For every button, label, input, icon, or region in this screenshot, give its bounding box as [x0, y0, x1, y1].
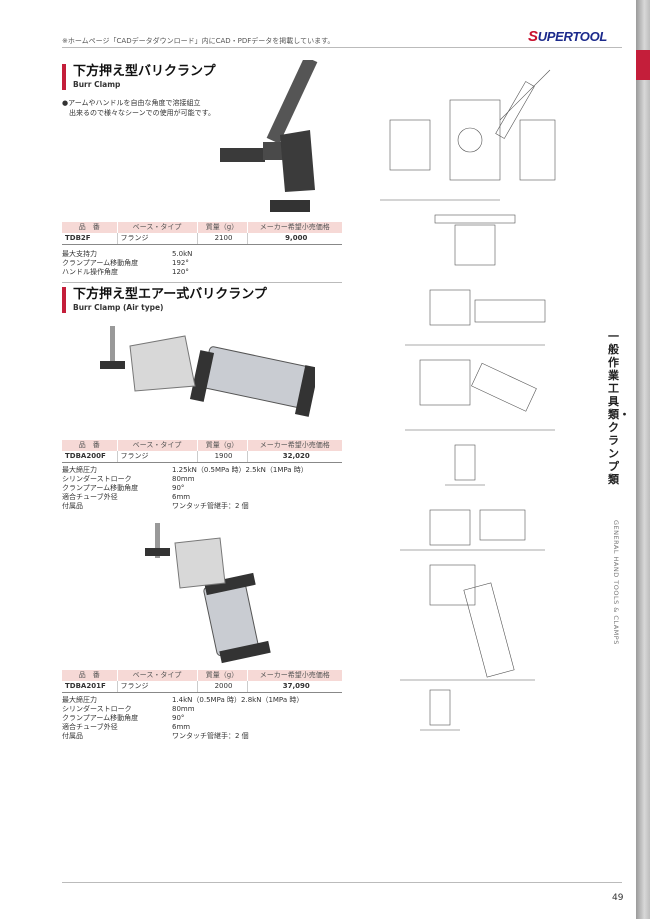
- title-text: 下方押え型エアー式バリクランプ: [73, 287, 267, 302]
- title-text: 下方押え型バリクランプ: [73, 64, 216, 79]
- price: 32,020: [247, 451, 342, 463]
- col-base: ベース・タイプ: [117, 440, 198, 451]
- col-price: メーカー希望小売価格: [247, 670, 342, 681]
- mass: 2100: [197, 233, 248, 245]
- base-type: フランジ: [117, 451, 198, 463]
- active-tab-marker: [636, 50, 650, 80]
- dimension-drawing-tdba200f: [405, 289, 555, 486]
- product-photo-tdb2f: [220, 60, 318, 212]
- feature-bullet: ●アームやハンドルを自由な角度で溶接組立 出来るので様々なシーンでの使用が可能で…: [62, 99, 215, 117]
- header-divider: [62, 47, 622, 48]
- section-divider: [62, 282, 342, 283]
- product-code: TDB2F: [62, 233, 118, 245]
- col-base: ベース・タイプ: [117, 670, 198, 681]
- supertool-logo: SUPERTOOL: [528, 28, 608, 45]
- side-category-en: GENERAL HAND TOOLS & CLAMPS: [612, 520, 620, 645]
- col-code: 品 番: [62, 670, 118, 681]
- product-photo-tdba201f: [145, 523, 271, 664]
- header-note: ※ホームページ「CADデータダウンロード」内にCAD・PDFデータを掲載していま…: [62, 37, 335, 45]
- page-number: 49: [612, 893, 624, 903]
- col-mass: 質量（g）: [197, 222, 248, 233]
- subtitle: Burr Clamp: [73, 80, 121, 89]
- product-code: TDBA201F: [62, 681, 118, 693]
- col-price: メーカー希望小売価格: [247, 440, 342, 451]
- col-mass: 質量（g）: [197, 670, 248, 681]
- dimension-drawing-tdba201f: [400, 509, 545, 731]
- col-price: メーカー希望小売価格: [247, 222, 342, 233]
- mass: 1900: [197, 451, 248, 463]
- side-index-tab[interactable]: [636, 0, 650, 919]
- side-category-jp: 一般作業工具類・クランプ類: [608, 330, 630, 486]
- product-photo-tdba200f: [100, 326, 315, 417]
- col-base: ベース・タイプ: [117, 222, 198, 233]
- dimension-drawing-tdb2f: [380, 69, 556, 266]
- product-code: TDBA200F: [62, 451, 118, 463]
- col-code: 品 番: [62, 222, 118, 233]
- col-mass: 質量（g）: [197, 440, 248, 451]
- base-type: フランジ: [117, 233, 198, 245]
- col-code: 品 番: [62, 440, 118, 451]
- mass: 2000: [197, 681, 248, 693]
- base-type: フランジ: [117, 681, 198, 693]
- price: 37,090: [247, 681, 342, 693]
- subtitle: Burr Clamp (Air type): [73, 303, 164, 312]
- footer-divider: [62, 882, 622, 883]
- price: 9,000: [247, 233, 342, 245]
